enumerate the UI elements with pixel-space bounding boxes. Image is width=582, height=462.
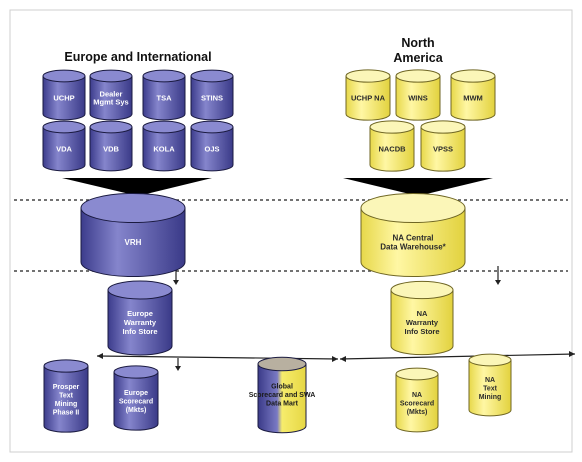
na-funnel [343, 178, 493, 196]
europe-source-vda-label-line-1: VDA [56, 145, 72, 154]
europe-connector-left-arrowhead [97, 353, 103, 359]
north-america-title-line-2: America [393, 51, 443, 65]
na-scorecard-mart-label-line-3: (Mkts) [407, 409, 428, 416]
na-source-uchp-na-label-line-1: UCHP NA [351, 94, 386, 103]
na-central-down-arrowhead [495, 280, 501, 285]
europe-source-tsa-label-line-1: TSA [157, 94, 173, 103]
na-source-mwm [450, 69, 496, 121]
europe-scorecard-mart [113, 365, 159, 431]
europe-source-dealer-mgmt-sys-label-line-1: Dealer [100, 90, 123, 99]
europe-source-stins [190, 69, 234, 121]
na-text-mining-mart-label-line-1: NA [485, 377, 495, 384]
global-scorecard-swa-data-mart-label-line-1: Global [271, 383, 293, 390]
na-source-vpss [420, 120, 466, 172]
global-scorecard-swa-data-mart-label-line-2: Scorecard and SWA [249, 392, 316, 399]
na-source-nacdb-label-line-1: NACDB [378, 145, 406, 154]
europe-source-vdb-label-line-1: VDB [103, 145, 119, 154]
europe-warranty-info-store-label-line-3: Info Store [123, 327, 158, 336]
vrh-warehouse-label-line-1: VRH [125, 238, 142, 247]
na-source-nacdb [369, 120, 415, 172]
na-source-wins-label-line-1: WINS [408, 94, 428, 103]
diagram-frame [9, 9, 573, 453]
europe-source-tsa [142, 69, 186, 121]
europe-source-uchp [42, 69, 86, 121]
europe-scorecard-mart-label-line-1: Europe [124, 390, 148, 397]
na-connector-right-arrowhead [569, 351, 575, 357]
na-text-mining-mart-label-line-2: Text [483, 385, 498, 392]
europe-source-ojs [190, 120, 234, 172]
europe-scorecard-mart-label-line-2: Scorecard [119, 399, 153, 406]
vrh-warehouse [80, 192, 186, 278]
global-scorecard-swa-data-mart-label-line-3: Data Mart [266, 400, 299, 407]
na-horizontal-connector [339, 353, 576, 360]
europe-source-vda [42, 120, 86, 172]
europe-funnel [62, 178, 212, 196]
europe-warranty-info-store [107, 280, 173, 356]
europe-connector-right-arrowhead [332, 356, 338, 362]
vrh-down-arrowhead [173, 280, 179, 285]
na-text-mining-mart [468, 353, 512, 417]
connectors [96, 266, 576, 371]
na-source-vpss-label-line-1: VPSS [433, 145, 453, 154]
na-scorecard-mart [395, 367, 439, 433]
europe-warranty-info-store-label-line-1: Europe [127, 309, 153, 318]
europe-region-title: Europe and International [64, 50, 211, 64]
north-america-title-line-1: North [401, 36, 434, 50]
na-central-warehouse-label-line-1: NA Central [392, 234, 433, 243]
na-text-mining-mart-label-line-3: Mining [479, 394, 502, 401]
na-scorecard-mart-label-line-2: Scorecard [400, 400, 434, 407]
na-central-warehouse-label-line-2: Data Warehouse* [380, 243, 446, 252]
na-source-uchp-na [345, 69, 391, 121]
na-warranty-info-store-label-line-3: Info Store [405, 327, 440, 336]
europe-horizontal-connector [96, 355, 339, 360]
na-scorecard-mart-label-line-1: NA [412, 392, 422, 399]
prosper-text-mining-mart-label-line-1: Prosper [53, 384, 80, 391]
na-source-wins [395, 69, 441, 121]
europe-scorecard-mart-label-line-3: (Mkts) [126, 407, 147, 414]
prosper-text-mining-mart-label-line-4: Phase II [53, 409, 80, 416]
prosper-text-mining-mart [43, 359, 89, 433]
na-warranty-info-store-label-line-2: Warranty [406, 318, 439, 327]
europe-source-stins-label-line-1: STINS [201, 94, 223, 103]
europe-source-ojs-label-line-1: OJS [204, 145, 219, 154]
global-scorecard-swa-data-mart [257, 356, 307, 434]
na-connector-left-arrowhead [340, 356, 346, 362]
europe-source-kola [142, 120, 186, 172]
na-central-warehouse [360, 192, 466, 278]
prosper-text-mining-mart-label-line-3: Mining [55, 401, 78, 408]
europe-source-kola-label-line-1: KOLA [153, 145, 175, 154]
europe-warranty-info-store-label-line-2: Warranty [124, 318, 157, 327]
europe-source-dealer-mgmt-sys-label-line-2: Mgmt Sys [93, 98, 128, 107]
na-warranty-info-store [390, 280, 454, 356]
europe-source-uchp-label-line-1: UCHP [53, 94, 74, 103]
europe-source-vdb [89, 120, 133, 172]
na-warranty-info-store-label-line-1: NA [417, 309, 428, 318]
prosper-text-mining-mart-label-line-2: Text [59, 392, 74, 399]
europe-drop-arrowhead [175, 366, 181, 371]
europe-source-dealer-mgmt-sys [89, 69, 133, 121]
na-source-mwm-label-line-1: MWM [463, 94, 483, 103]
